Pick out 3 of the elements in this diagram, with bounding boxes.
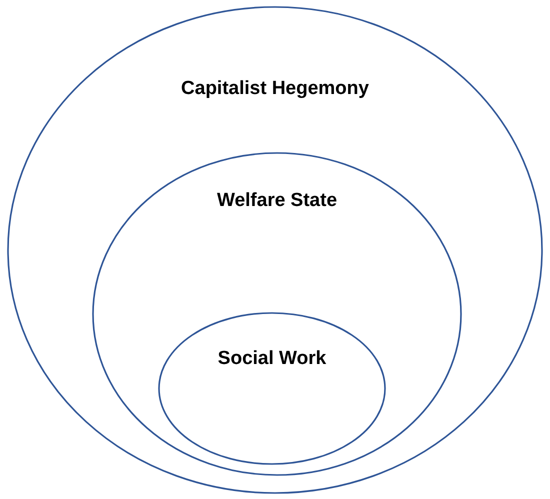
group-label: Welfare State — [216, 190, 338, 212]
group-label: Social Work — [218, 348, 326, 370]
group-label: Capitalist Hegemony — [181, 78, 369, 100]
